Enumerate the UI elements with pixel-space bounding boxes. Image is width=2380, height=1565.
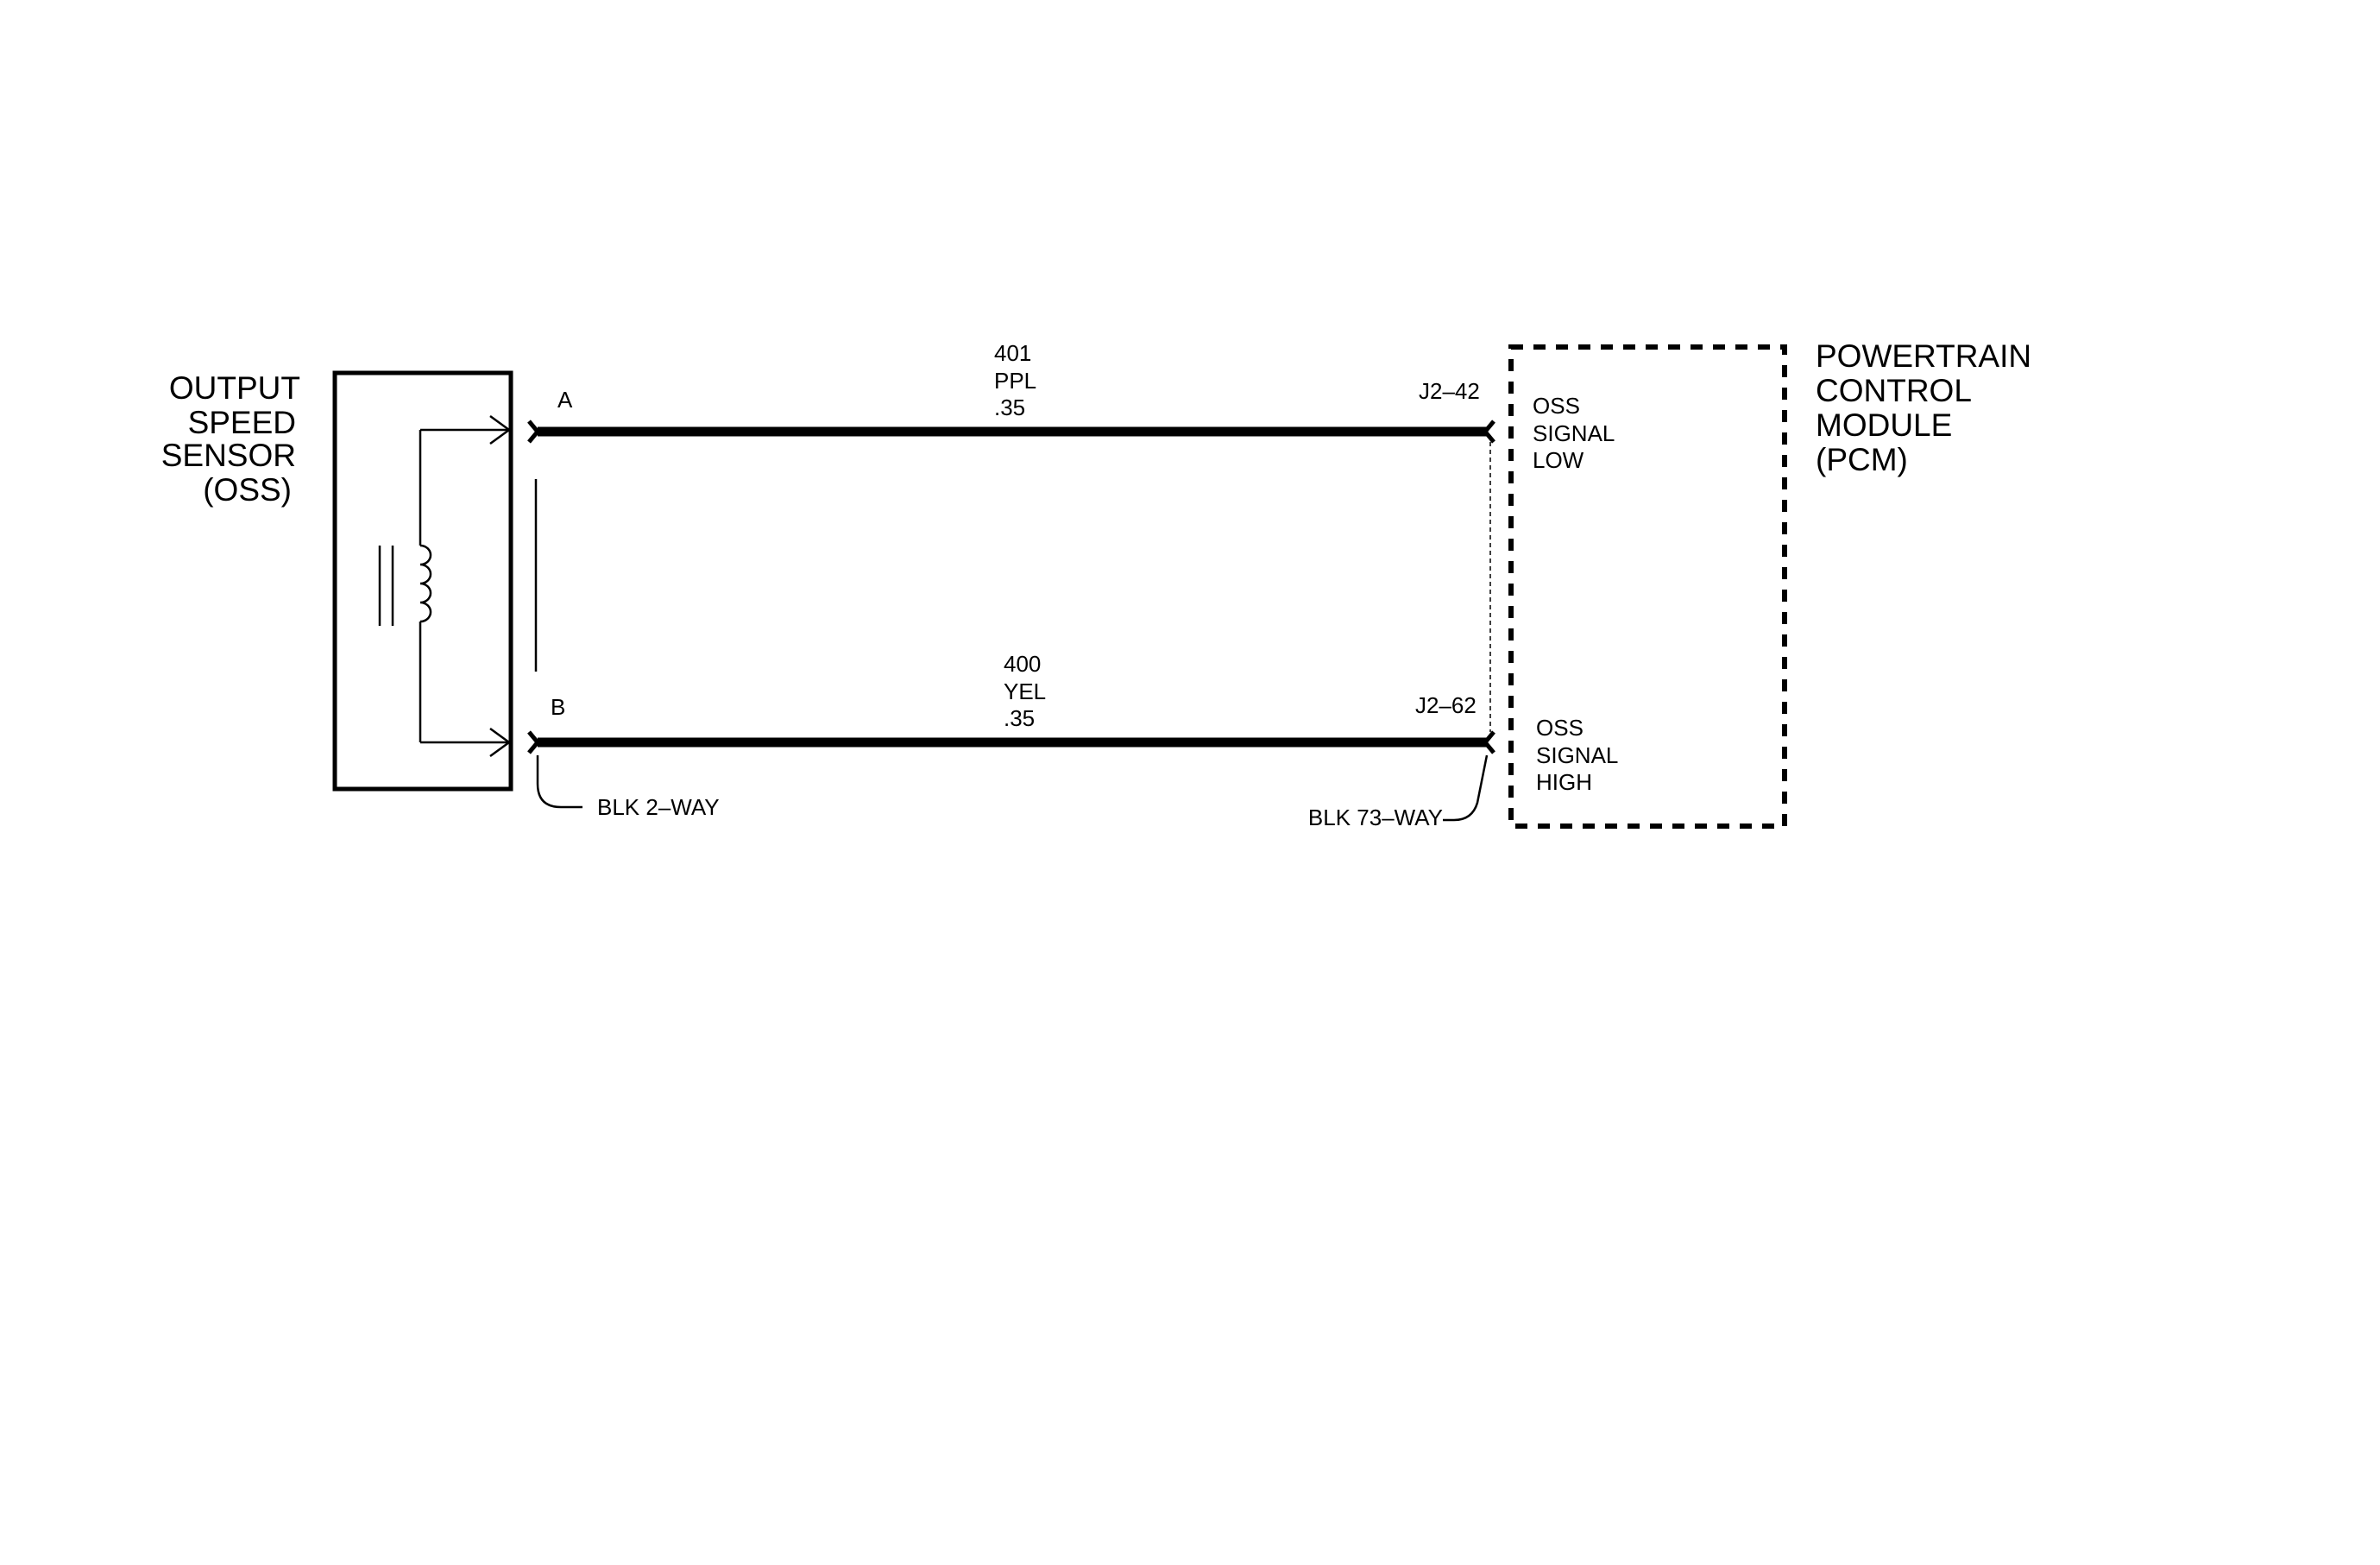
sensor-coil-icon: [378, 428, 509, 744]
signal-low-line-1: OSS: [1533, 393, 1580, 419]
signal-high-line-1: OSS: [1536, 715, 1584, 741]
pin-b-label: B: [551, 694, 565, 720]
sensor-label-line-1: OUTPUT: [169, 370, 300, 406]
signal-low-label: OSS SIGNAL LOW: [1533, 393, 1615, 473]
signal-low-line-2: SIGNAL: [1533, 420, 1615, 446]
signal-high-line-2: SIGNAL: [1536, 742, 1618, 768]
module-connector-label: BLK 73–WAY: [1308, 805, 1443, 830]
signal-high-label: OSS SIGNAL HIGH: [1536, 715, 1618, 795]
signal-low-line-3: LOW: [1533, 447, 1584, 473]
module-connector: [1443, 420, 1495, 822]
sensor-connector-label: BLK 2–WAY: [597, 794, 720, 820]
sensor-label: OUTPUT SPEED SENSOR (OSS): [161, 370, 300, 508]
wire-a-circuit-number: 401: [994, 340, 1031, 366]
sensor-terminal-arrows: [489, 414, 512, 758]
wire-b-circuit-number: 400: [1004, 651, 1041, 677]
module-label-line-3: MODULE: [1816, 407, 1952, 443]
sensor-connector: [527, 420, 582, 809]
wire-a-gauge: .35: [994, 394, 1025, 420]
signal-high-line-3: HIGH: [1536, 769, 1592, 795]
wire-b-color: YEL: [1004, 678, 1046, 704]
sensor-label-line-4: (OSS): [203, 472, 292, 508]
pin-j2-62-label: J2–62: [1415, 692, 1476, 718]
pcm-box: [1508, 344, 1787, 829]
wire-a-circuit-label: 401 PPL .35: [994, 340, 1036, 420]
module-label-line-4: (PCM): [1816, 442, 1908, 477]
module-label-line-2: CONTROL: [1816, 373, 1972, 408]
wire-b-circuit-label: 400 YEL .35: [1004, 651, 1046, 731]
pin-j2-42-label: J2–42: [1419, 378, 1480, 404]
pin-a-label: A: [557, 387, 573, 413]
sensor-label-line-2: SPEED: [188, 405, 296, 440]
module-label-line-1: POWERTRAIN: [1816, 338, 2031, 374]
sensor-label-line-3: SENSOR: [161, 438, 296, 473]
wire-a-color: PPL: [994, 368, 1036, 394]
module-label: POWERTRAIN CONTROL MODULE (PCM): [1816, 338, 2031, 477]
wire-b-gauge: .35: [1004, 705, 1035, 731]
sensor-box: [332, 370, 513, 792]
